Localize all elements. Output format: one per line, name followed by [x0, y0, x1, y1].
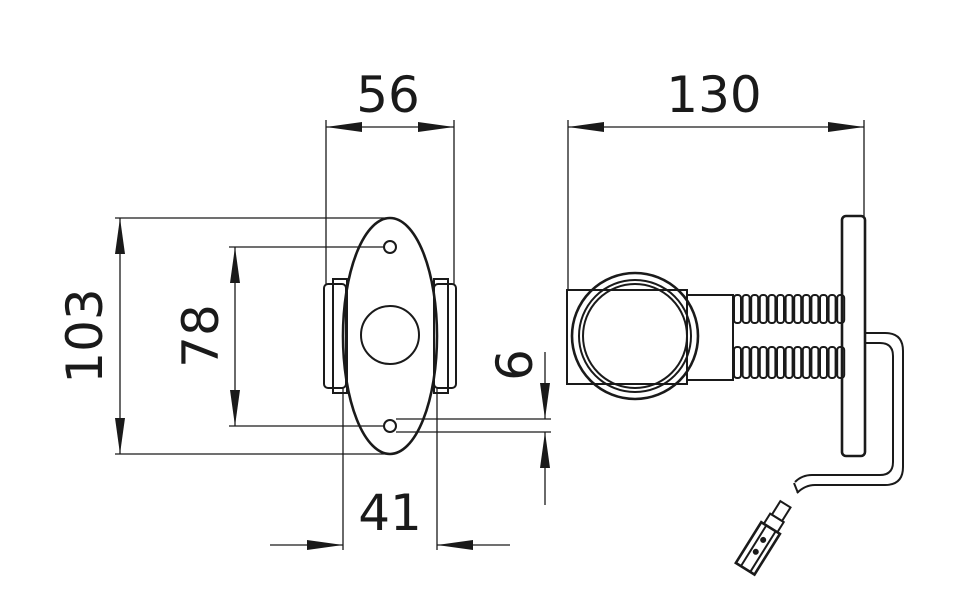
side-view	[566, 214, 904, 577]
arm-rib	[767, 346, 777, 379]
arm-rib	[827, 294, 837, 324]
ribbed-arm	[733, 294, 846, 379]
dim-6-label: 6	[486, 349, 544, 381]
lens-circle	[360, 305, 420, 365]
dim-103-label: 103	[56, 288, 114, 383]
arm-rib	[776, 346, 785, 379]
dimension-130: 130	[567, 66, 865, 290]
arm-rib	[733, 294, 742, 324]
dimension-103: 103	[56, 217, 390, 455]
mounting-plate	[840, 214, 867, 458]
cable-inner	[794, 342, 894, 483]
left-bracket-inner	[332, 278, 348, 394]
arm-rib	[793, 346, 803, 379]
lamp-outer-ring	[570, 271, 700, 401]
dim-41-label: 41	[358, 484, 422, 542]
arm-rib	[827, 346, 837, 379]
arm-rib	[810, 294, 820, 324]
arm-rib	[750, 346, 760, 379]
mount-hole-top	[383, 240, 397, 254]
arm-rib	[784, 294, 794, 324]
dimension-6: 6	[396, 349, 551, 505]
arm-rib	[793, 294, 803, 324]
arm-rib	[758, 294, 768, 324]
arm-rib	[801, 294, 811, 324]
arm-neck	[687, 294, 734, 381]
arm-rib	[758, 346, 768, 379]
lamp-lens	[582, 283, 688, 389]
arm-rib	[801, 346, 811, 379]
dimension-56: 56	[325, 66, 455, 284]
lamp-body-rect	[566, 289, 688, 385]
dim-56-label: 56	[356, 66, 420, 124]
dim-130-label: 130	[666, 66, 761, 124]
arm-rib	[819, 346, 828, 379]
arm-rib	[750, 294, 760, 324]
cable-outer	[796, 332, 904, 494]
arm-rib	[733, 346, 742, 379]
right-bracket-inner	[433, 278, 449, 394]
cable-connector	[734, 499, 792, 577]
arm-rib	[767, 294, 777, 324]
dimension-41: 41	[270, 388, 510, 550]
mount-hole-bottom	[383, 419, 397, 433]
dimension-78: 78	[172, 246, 384, 427]
arm-rib	[741, 346, 751, 379]
arm-rib	[776, 294, 785, 324]
arm-rib	[741, 294, 751, 324]
arm-rib	[819, 294, 828, 324]
arm-rib	[784, 346, 794, 379]
dim-78-label: 78	[172, 304, 230, 368]
arm-rib	[810, 346, 820, 379]
